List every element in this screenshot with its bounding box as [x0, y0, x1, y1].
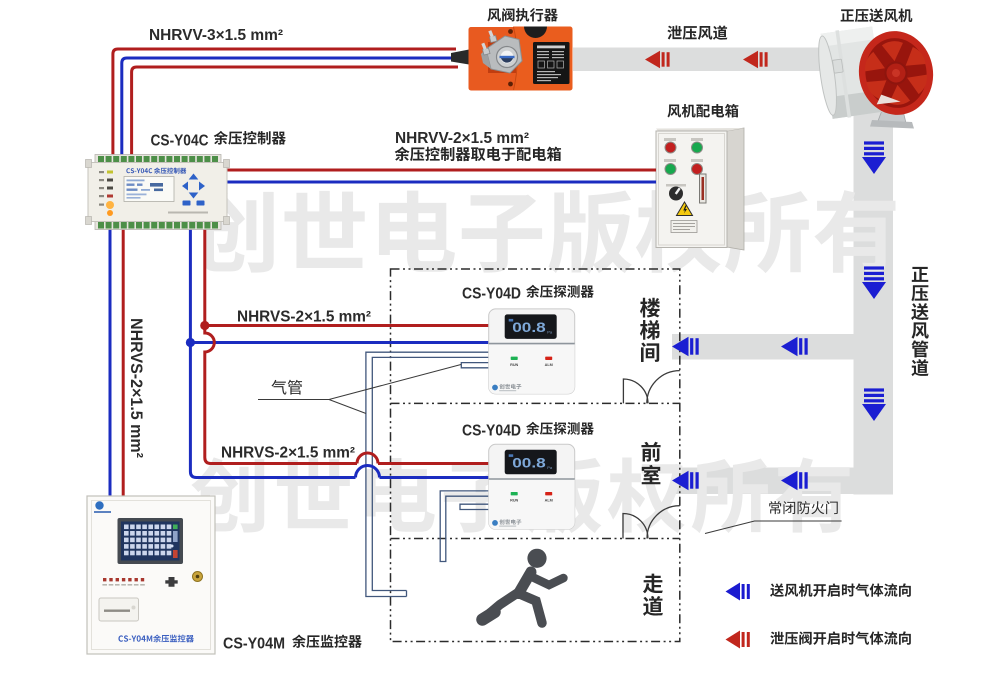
- svg-text:NHRVS-2×1.5 mm²: NHRVS-2×1.5 mm²: [127, 318, 145, 458]
- svg-text:NHRVS-2×1.5 mm²: NHRVS-2×1.5 mm²: [221, 444, 355, 461]
- svg-text:NHRVS-2×1.5 mm²: NHRVS-2×1.5 mm²: [237, 308, 371, 325]
- svg-text:RUN: RUN: [510, 363, 518, 367]
- svg-text:Pa: Pa: [547, 465, 553, 470]
- svg-text:NHRVV-2×1.5 mm²: NHRVV-2×1.5 mm²: [395, 130, 529, 147]
- svg-text:CS-Y04D: CS-Y04D: [462, 285, 521, 302]
- svg-text:00.8: 00.8: [512, 320, 546, 335]
- svg-text:Pa: Pa: [547, 329, 553, 334]
- svg-text:ALM: ALM: [545, 363, 553, 367]
- svg-text:NHRVV-3×1.5 mm²: NHRVV-3×1.5 mm²: [149, 27, 283, 44]
- svg-text:CS-Y04C: CS-Y04C: [151, 132, 209, 149]
- svg-text:00.8: 00.8: [512, 456, 546, 471]
- svg-text:CS-Y04D: CS-Y04D: [462, 422, 521, 439]
- svg-text:ALM: ALM: [545, 498, 553, 502]
- svg-text:RUN: RUN: [510, 498, 518, 502]
- svg-text:CS-Y04M: CS-Y04M: [223, 635, 285, 652]
